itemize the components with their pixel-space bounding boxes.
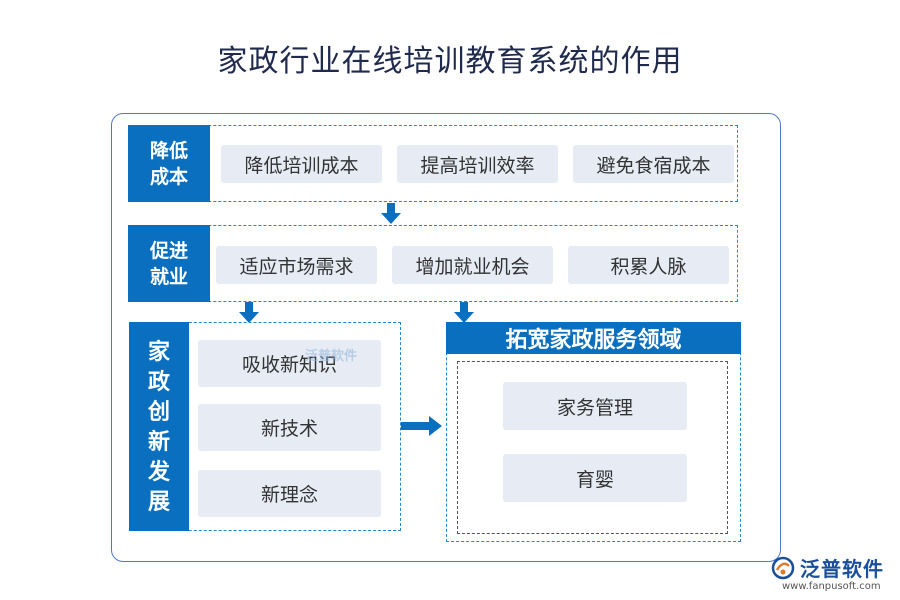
item-absorb-new-knowledge: 吸收新知识 xyxy=(198,340,381,387)
expand-header: 拓宽家政服务领域 xyxy=(446,322,741,354)
brand-logo: 泛普软件 xyxy=(770,553,884,582)
item-housework-management: 家务管理 xyxy=(503,382,687,430)
logo-icon xyxy=(771,556,795,579)
item-adapt-market-demand: 适应市场需求 xyxy=(216,246,377,284)
label-cost-reduction: 降低 成本 xyxy=(128,125,210,202)
logo-name: 泛普软件 xyxy=(800,557,884,581)
arrow-right-icon xyxy=(401,416,442,436)
item-new-concept: 新理念 xyxy=(198,470,381,517)
label-innovation: 家 政 创 新 发 展 xyxy=(129,322,189,531)
item-lower-training-cost: 降低培训成本 xyxy=(221,145,382,183)
item-build-network: 积累人脉 xyxy=(568,246,729,284)
expand-group xyxy=(446,322,741,542)
item-avoid-lodging-cost: 避免食宿成本 xyxy=(573,145,734,183)
label-promote-employment: 促进 就业 xyxy=(128,225,210,302)
item-improve-training-efficiency: 提高培训效率 xyxy=(397,145,558,183)
item-infant-care: 育婴 xyxy=(503,454,687,502)
arrow-down-icon xyxy=(239,302,259,323)
expand-inner-box xyxy=(457,361,728,534)
arrow-down-icon xyxy=(454,302,474,323)
item-increase-job-opportunities: 增加就业机会 xyxy=(392,246,553,284)
item-new-technology: 新技术 xyxy=(198,404,381,451)
arrow-down-icon xyxy=(381,203,401,224)
logo-url: www.fanpusoft.com xyxy=(782,581,881,592)
page-title: 家政行业在线培训教育系统的作用 xyxy=(217,44,683,79)
